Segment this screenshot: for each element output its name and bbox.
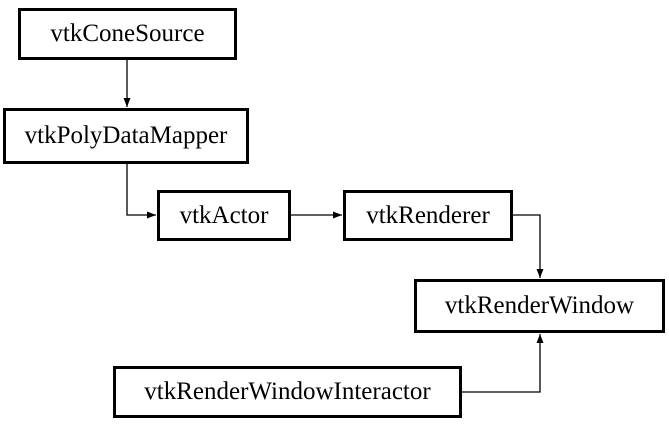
node-label: vtkPolyDataMapper — [24, 122, 228, 149]
node-vtk-actor: vtkActor — [157, 190, 291, 241]
node-label: vtkRenderWindow — [444, 292, 635, 319]
node-vtk-poly-data-mapper: vtkPolyDataMapper — [3, 108, 249, 164]
edge-mapper-to-actor — [126, 164, 156, 219]
node-label: vtkActor — [179, 201, 269, 229]
node-vtk-cone-source: vtkConeSource — [18, 8, 237, 60]
node-label: vtkRenderWindowInteractor — [144, 378, 431, 405]
node-vtk-renderer: vtkRenderer — [343, 190, 513, 241]
edge-renderer-to-window — [513, 214, 544, 278]
node-label: vtkConeSource — [50, 20, 205, 47]
node-vtk-render-window: vtkRenderWindow — [414, 279, 665, 333]
edge-interactor-to-window — [462, 334, 544, 393]
node-label: vtkRenderer — [366, 201, 490, 229]
node-vtk-render-window-interactor: vtkRenderWindowInteractor — [113, 366, 462, 418]
